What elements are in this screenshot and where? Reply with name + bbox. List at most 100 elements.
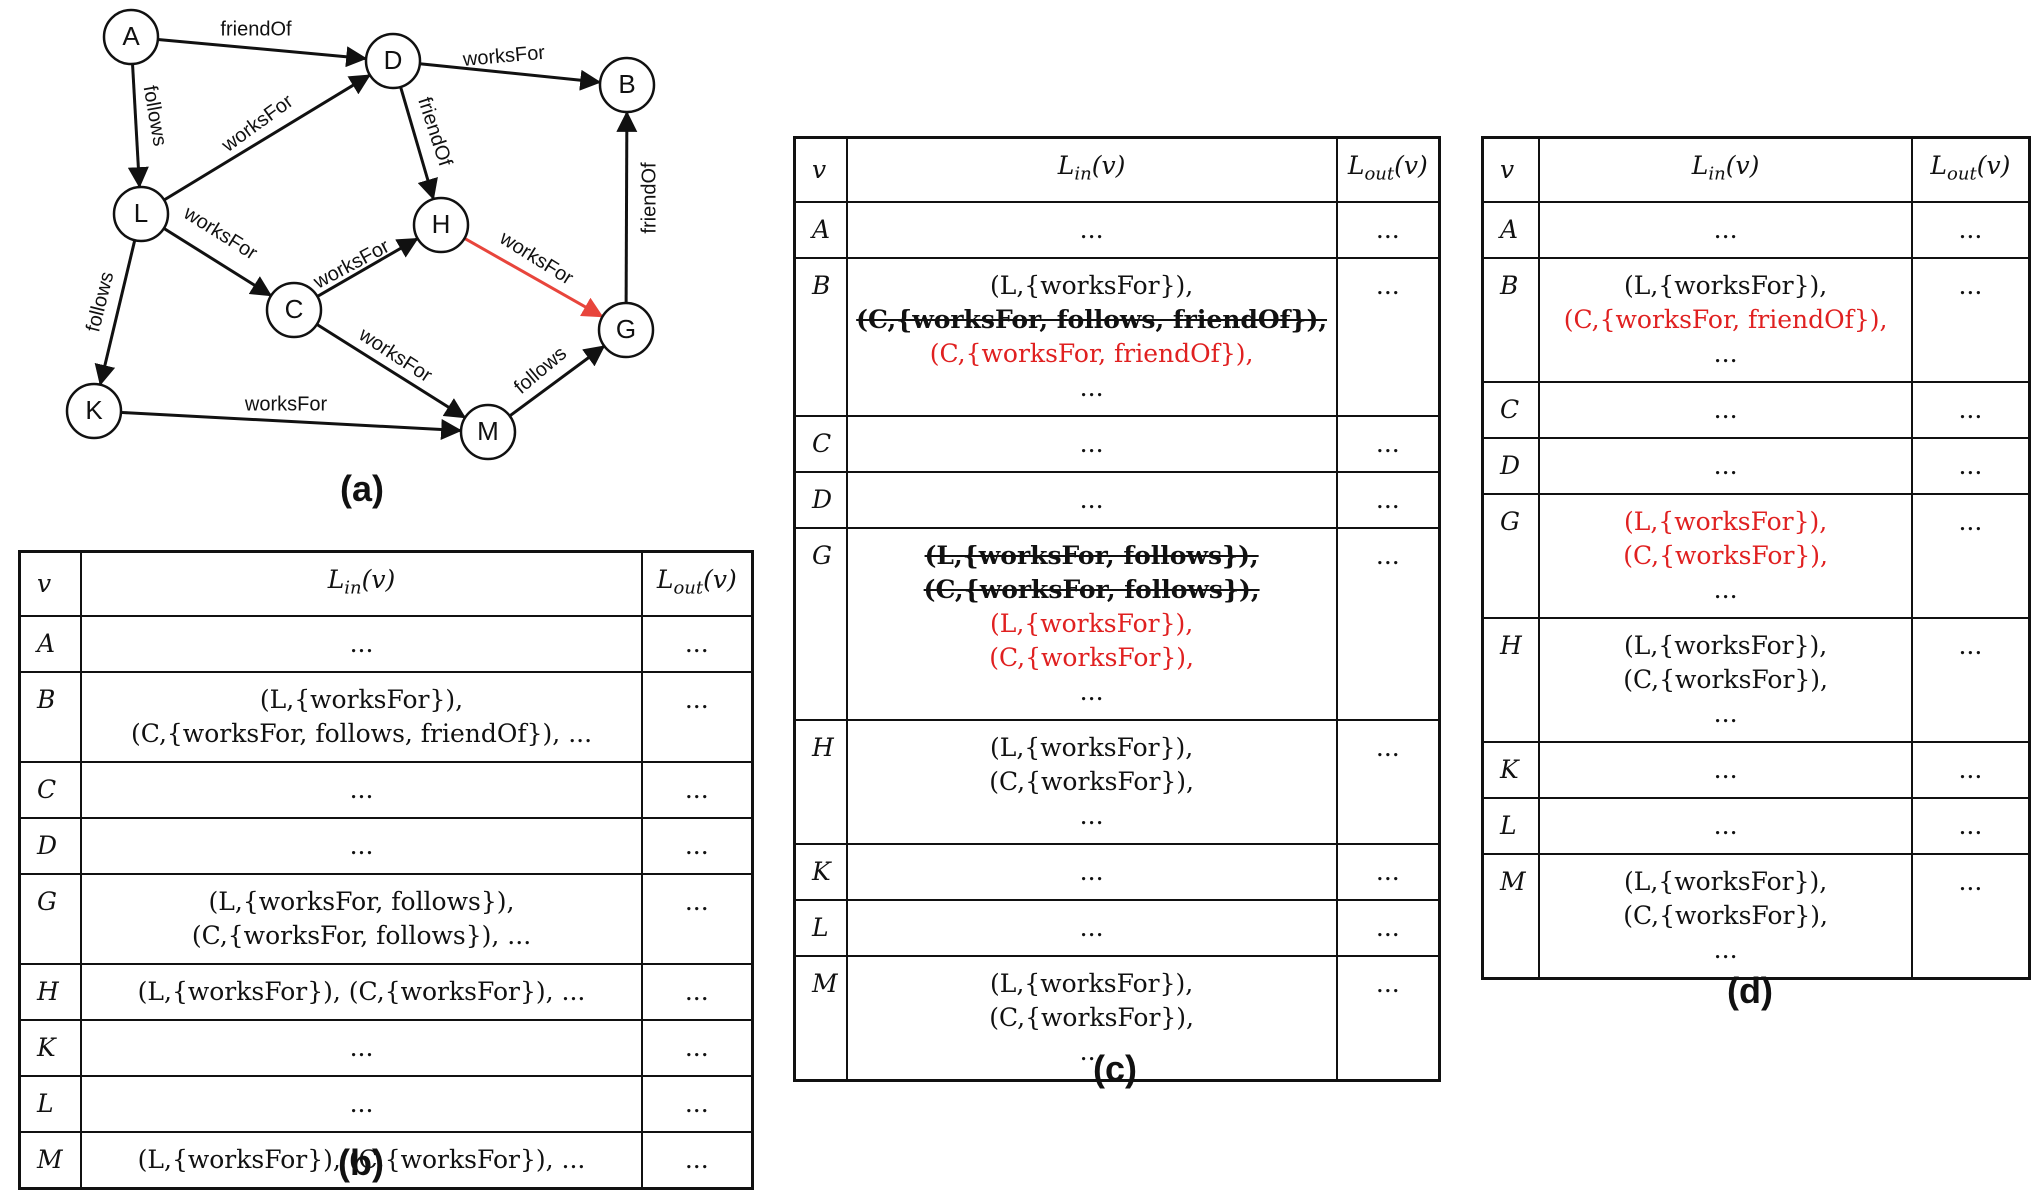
header-lin-arg: (v): [1091, 151, 1126, 180]
example-graph: friendOffollowsworksForfriendOfworksForw…: [65, 8, 660, 461]
table-row: A......: [1481, 201, 2031, 260]
header-v-text: v: [37, 569, 52, 599]
label-entry: ...: [1713, 215, 1738, 245]
graph-node-k: K: [65, 382, 123, 440]
table-row: B(L,{worksFor}),(C,{worksFor, follows, f…: [793, 257, 1441, 418]
vertex-cell: G: [1481, 493, 1541, 620]
label-entry: (L,{worksFor}),: [990, 733, 1194, 763]
lin-cell: ...: [1538, 381, 1913, 440]
lin-cell: ...: [845, 201, 1338, 260]
updated-label-entry: (C,{worksFor, friendOf}),: [929, 339, 1254, 369]
table-row: L......: [793, 899, 1441, 958]
table-row: C......: [793, 415, 1441, 474]
panel-label-c: (c): [1093, 1048, 1137, 1089]
vertex-cell: H: [793, 719, 848, 846]
lin-cell: (L,{worksFor}),(C,{worksFor}),...: [1538, 853, 1913, 980]
label-entry: (L,{worksFor}), (C,{worksFor}), ...: [137, 1145, 586, 1175]
lout-cell: ...: [1910, 741, 2031, 800]
header-lin-arg: (v): [361, 565, 396, 594]
node-circle: [412, 196, 470, 254]
edge-label: follows: [139, 84, 171, 148]
vertex-cell: A: [1481, 201, 1541, 260]
edge-label: follows: [510, 342, 571, 398]
header-lout-symbol: L: [1347, 151, 1365, 180]
header-lout: Lout(v): [1910, 136, 2031, 204]
lin-cell: ...: [80, 761, 643, 820]
node-label: M: [477, 416, 499, 446]
vertex-cell: C: [1481, 381, 1541, 440]
lin-cell: (L,{worksFor}),(C,{worksFor}),...: [845, 955, 1338, 1082]
lout-cell: ...: [640, 671, 754, 764]
lout-cell: ...: [1335, 257, 1441, 418]
label-entry: (C,{worksFor, follows, friendOf}), ...: [130, 719, 593, 749]
lout-cell: ...: [1335, 843, 1441, 902]
header-v: v: [18, 550, 83, 618]
graph-node-m: M: [459, 403, 517, 461]
label-entry: ...: [349, 831, 374, 861]
label-entry: (C,{worksFor}),: [989, 1003, 1194, 1033]
table-row: G(L,{worksFor, follows}),(C,{worksFor, f…: [793, 527, 1441, 722]
lout-cell: ...: [640, 1131, 754, 1190]
edge-label: friendOf: [413, 95, 456, 170]
node-label: G: [616, 314, 636, 344]
header-lin-symbol: L: [1057, 151, 1075, 180]
vertex-cell: L: [793, 899, 848, 958]
lout-cell: ...: [1910, 797, 2031, 856]
graph-node-a: A: [102, 8, 160, 66]
edge-l-d: [163, 74, 371, 202]
removed-label-entry: (C,{worksFor, follows, friendOf}),: [856, 305, 1328, 335]
lout-cell: ...: [640, 1075, 754, 1134]
label-entry: ...: [1713, 811, 1738, 841]
lin-cell: ...: [1538, 201, 1913, 260]
vertex-cell: M: [793, 955, 848, 1082]
header-v-text: v: [1500, 155, 1515, 185]
lin-cell: ...: [80, 1019, 643, 1078]
lin-cell: (L,{worksFor}),(C,{worksFor}),...: [1538, 617, 1913, 744]
lout-cell: ...: [640, 817, 754, 876]
node-label: A: [122, 21, 140, 51]
table-row: L......: [1481, 797, 2031, 856]
edge-c-h: [316, 237, 419, 298]
label-entry: (L,{worksFor}),: [1624, 867, 1828, 897]
table-row: M(L,{worksFor}),(C,{worksFor}),......: [793, 955, 1441, 1082]
header-lin: Lin(v): [1538, 136, 1913, 204]
lin-cell: ...: [80, 615, 643, 674]
table-row: A......: [18, 615, 754, 674]
lout-cell: ...: [1335, 415, 1441, 474]
label-entry: ...: [349, 629, 374, 659]
table-row: H(L,{worksFor}),(C,{worksFor}),......: [793, 719, 1441, 846]
edge-a-d: [157, 37, 368, 68]
lin-cell: ...: [845, 415, 1338, 474]
node-circle: [102, 8, 160, 66]
label-entry: ...: [1713, 935, 1738, 965]
edge-c-m: [316, 323, 467, 419]
lin-cell: (L,{worksFor}), (C,{worksFor}), ...: [80, 1131, 643, 1190]
label-entry: (L,{worksFor}),: [990, 969, 1194, 999]
label-entry: (C,{worksFor, follows}), ...: [191, 921, 532, 951]
vertex-cell: C: [18, 761, 83, 820]
header-lin-symbol: L: [327, 565, 345, 594]
lin-cell: (L,{worksFor, follows}),(C,{worksFor, fo…: [845, 527, 1338, 722]
lout-cell: ...: [640, 761, 754, 820]
vertex-cell: D: [1481, 437, 1541, 496]
lout-cell: ...: [1910, 201, 2031, 260]
updated-label-entry: (C,{worksFor}),: [989, 643, 1194, 673]
table-row: G(L,{worksFor, follows}),(C,{worksFor, f…: [18, 873, 754, 966]
header-v-text: v: [812, 155, 827, 185]
vertex-cell: A: [793, 201, 848, 260]
lout-cell: ...: [1910, 853, 2031, 980]
header-lout-subscript: out: [1947, 163, 1977, 185]
vertex-cell: G: [793, 527, 848, 722]
panel-label-d: (d): [1727, 970, 1773, 1011]
edge-label: follows: [82, 270, 118, 335]
edge-d-h: [399, 86, 438, 201]
updated-label-entry: (L,{worksFor}),: [990, 609, 1194, 639]
node-label: C: [285, 294, 304, 324]
graph-node-h: H: [412, 196, 470, 254]
table-row: M(L,{worksFor}),(C,{worksFor}),......: [1481, 853, 2031, 980]
label-entry: ...: [349, 775, 374, 805]
table-row: K......: [18, 1019, 754, 1078]
edge-l-c: [163, 227, 273, 297]
